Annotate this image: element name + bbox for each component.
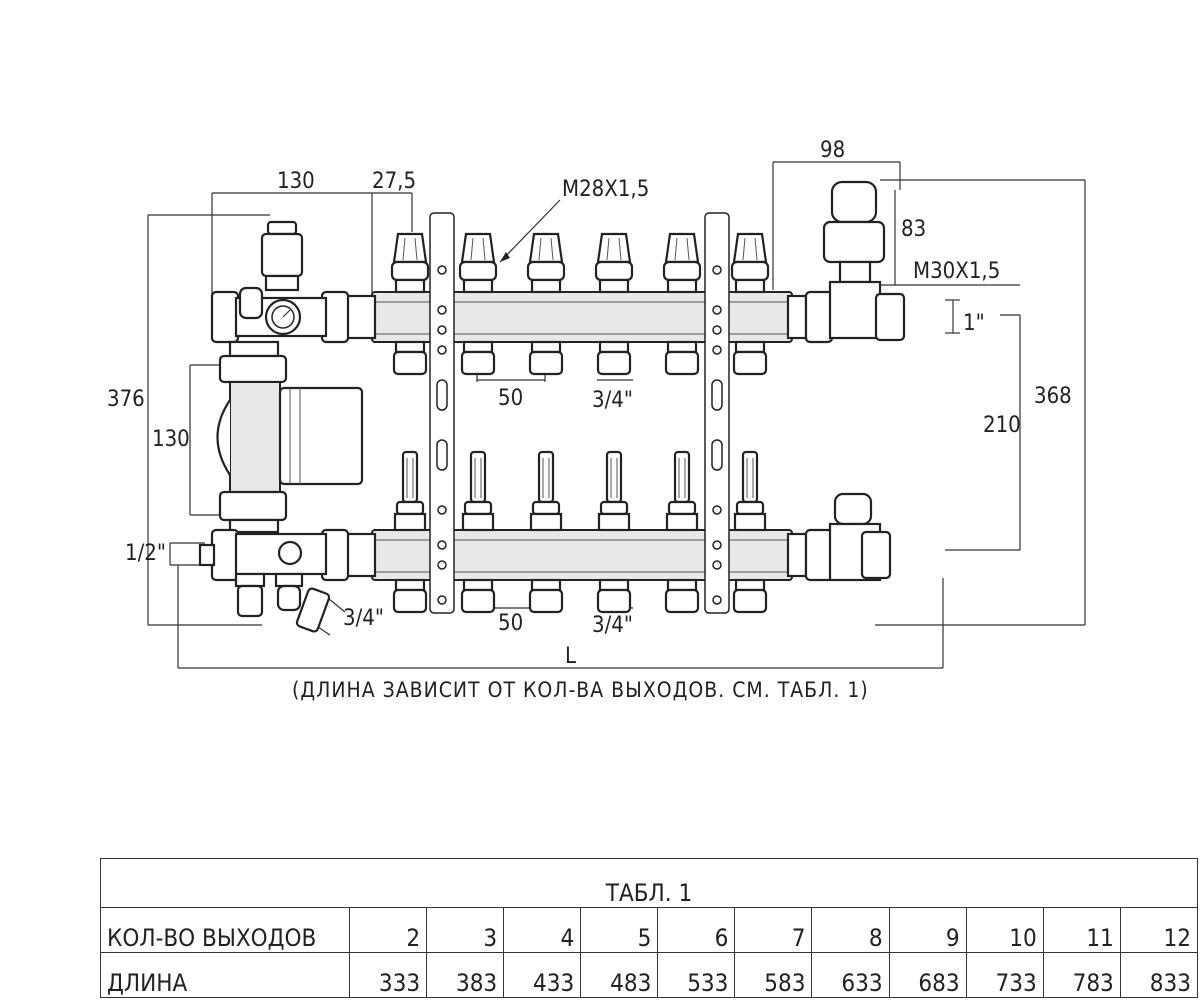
table-cell-outputs: 4 [503, 907, 582, 953]
thread-m30: M30X1,5 [913, 259, 1000, 284]
dim-3-4-bottom: 3/4" [592, 613, 633, 638]
table-cell-outputs: 10 [965, 907, 1044, 953]
mounting-brackets [429, 212, 730, 614]
dim-368: 368 [1034, 384, 1072, 409]
table-cell-length: 383 [426, 952, 505, 998]
bracket-slot [711, 439, 723, 471]
length-note: (ДЛИНА ЗАВИСИТ ОТ КОЛ-ВА ВЫХОДОВ. СМ. ТА… [292, 678, 869, 702]
table-cell-length: 533 [657, 952, 736, 998]
bracket-slot [711, 379, 723, 411]
return-outlet [596, 578, 632, 614]
table-cell-length: 583 [734, 952, 813, 998]
dim-130-side: 130 [152, 427, 190, 452]
bracket-hole [712, 560, 722, 570]
flowmeter [461, 450, 495, 532]
supply-outlet [392, 340, 428, 376]
valve-cap [526, 232, 566, 294]
bracket-hole [712, 265, 722, 275]
dim-27-5: 27,5 [372, 169, 416, 194]
dim-98: 98 [820, 138, 845, 163]
supply-outlet [732, 340, 768, 376]
bracket-hole [437, 345, 447, 355]
table-cell-outputs: 9 [888, 907, 967, 953]
table-cell-length: 733 [965, 952, 1044, 998]
table-cell-outputs: 3 [426, 907, 505, 953]
bracket-hole [437, 560, 447, 570]
dim-50-top: 50 [498, 386, 523, 411]
supply-manifold [320, 232, 808, 376]
dim-130-top: 130 [277, 169, 315, 194]
outputs-label: КОЛ-ВО ВЫХОДОВ [100, 907, 350, 953]
bracket-hole [712, 505, 722, 515]
table-cell-outputs: 5 [580, 907, 659, 953]
flowmeter [733, 450, 767, 532]
table-cell-length: 333 [348, 952, 428, 998]
table-cell-length: 633 [811, 952, 890, 998]
table-cell-outputs: 2 [348, 907, 428, 953]
bracket-hole [712, 305, 722, 315]
valve-cap [730, 232, 770, 294]
table-cell-length: 783 [1042, 952, 1121, 998]
table-cell-outputs: 8 [811, 907, 890, 953]
flowmeter [665, 450, 699, 532]
bracket-hole [437, 265, 447, 275]
table-cell-length: 433 [503, 952, 582, 998]
bracket-slot [436, 439, 448, 471]
dim-376: 376 [107, 387, 145, 412]
return-outlet [732, 578, 768, 614]
supply-outlet [664, 340, 700, 376]
supply-outlet [596, 340, 632, 376]
table-cell-outputs: 6 [657, 907, 736, 953]
bracket-hole [437, 325, 447, 335]
bracket-hole [437, 540, 447, 550]
bracket-hole [712, 345, 722, 355]
bracket-hole [712, 325, 722, 335]
valve-cap [594, 232, 634, 294]
return-outlet [664, 578, 700, 614]
table-title: ТАБЛ. 1 [100, 858, 1198, 908]
bracket-slot [436, 379, 448, 411]
bracket-hole [437, 505, 447, 515]
valve-cap [390, 232, 430, 294]
dim-210: 210 [983, 413, 1021, 438]
flowmeter [597, 450, 631, 532]
bracket-hole [437, 305, 447, 315]
dim-50-bottom: 50 [498, 611, 523, 636]
dimension-labels: 130 27,5 M28X1,5 98 83 M30X1,5 1" 376 13… [107, 138, 1072, 702]
thread-m28: M28X1,5 [562, 177, 649, 202]
length-row-label: ДЛИНА [100, 952, 350, 998]
table-cell-length: 833 [1119, 952, 1199, 998]
right-fittings [804, 180, 906, 582]
return-outlet [460, 578, 496, 614]
table-cell-length: 683 [888, 952, 967, 998]
dim-3-4-drain: 3/4" [343, 606, 384, 631]
dim-1-2: 1/2" [125, 541, 166, 566]
flowmeter [393, 450, 427, 532]
pump-group [198, 220, 364, 633]
table-cell-outputs: 11 [1042, 907, 1121, 953]
supply-outlet [460, 340, 496, 376]
bracket-hole [437, 595, 447, 605]
bracket-hole [712, 595, 722, 605]
valve-cap [458, 232, 498, 294]
table-cell-outputs: 7 [734, 907, 813, 953]
return-outlet [392, 578, 428, 614]
bracket-hole [712, 540, 722, 550]
table-cell-length: 483 [580, 952, 659, 998]
return-manifold [320, 450, 808, 614]
supply-outlet [528, 340, 564, 376]
length-label: L [565, 644, 576, 669]
dim-83: 83 [901, 217, 926, 242]
dim-3-4-top: 3/4" [592, 388, 633, 413]
table-cell-outputs: 12 [1119, 907, 1199, 953]
flowmeter [529, 450, 563, 532]
valve-cap [662, 232, 702, 294]
return-outlet [528, 578, 564, 614]
manifold-drawing: 130 27,5 M28X1,5 98 83 M30X1,5 1" 376 13… [107, 138, 1086, 702]
dim-1-inch: 1" [963, 311, 985, 336]
